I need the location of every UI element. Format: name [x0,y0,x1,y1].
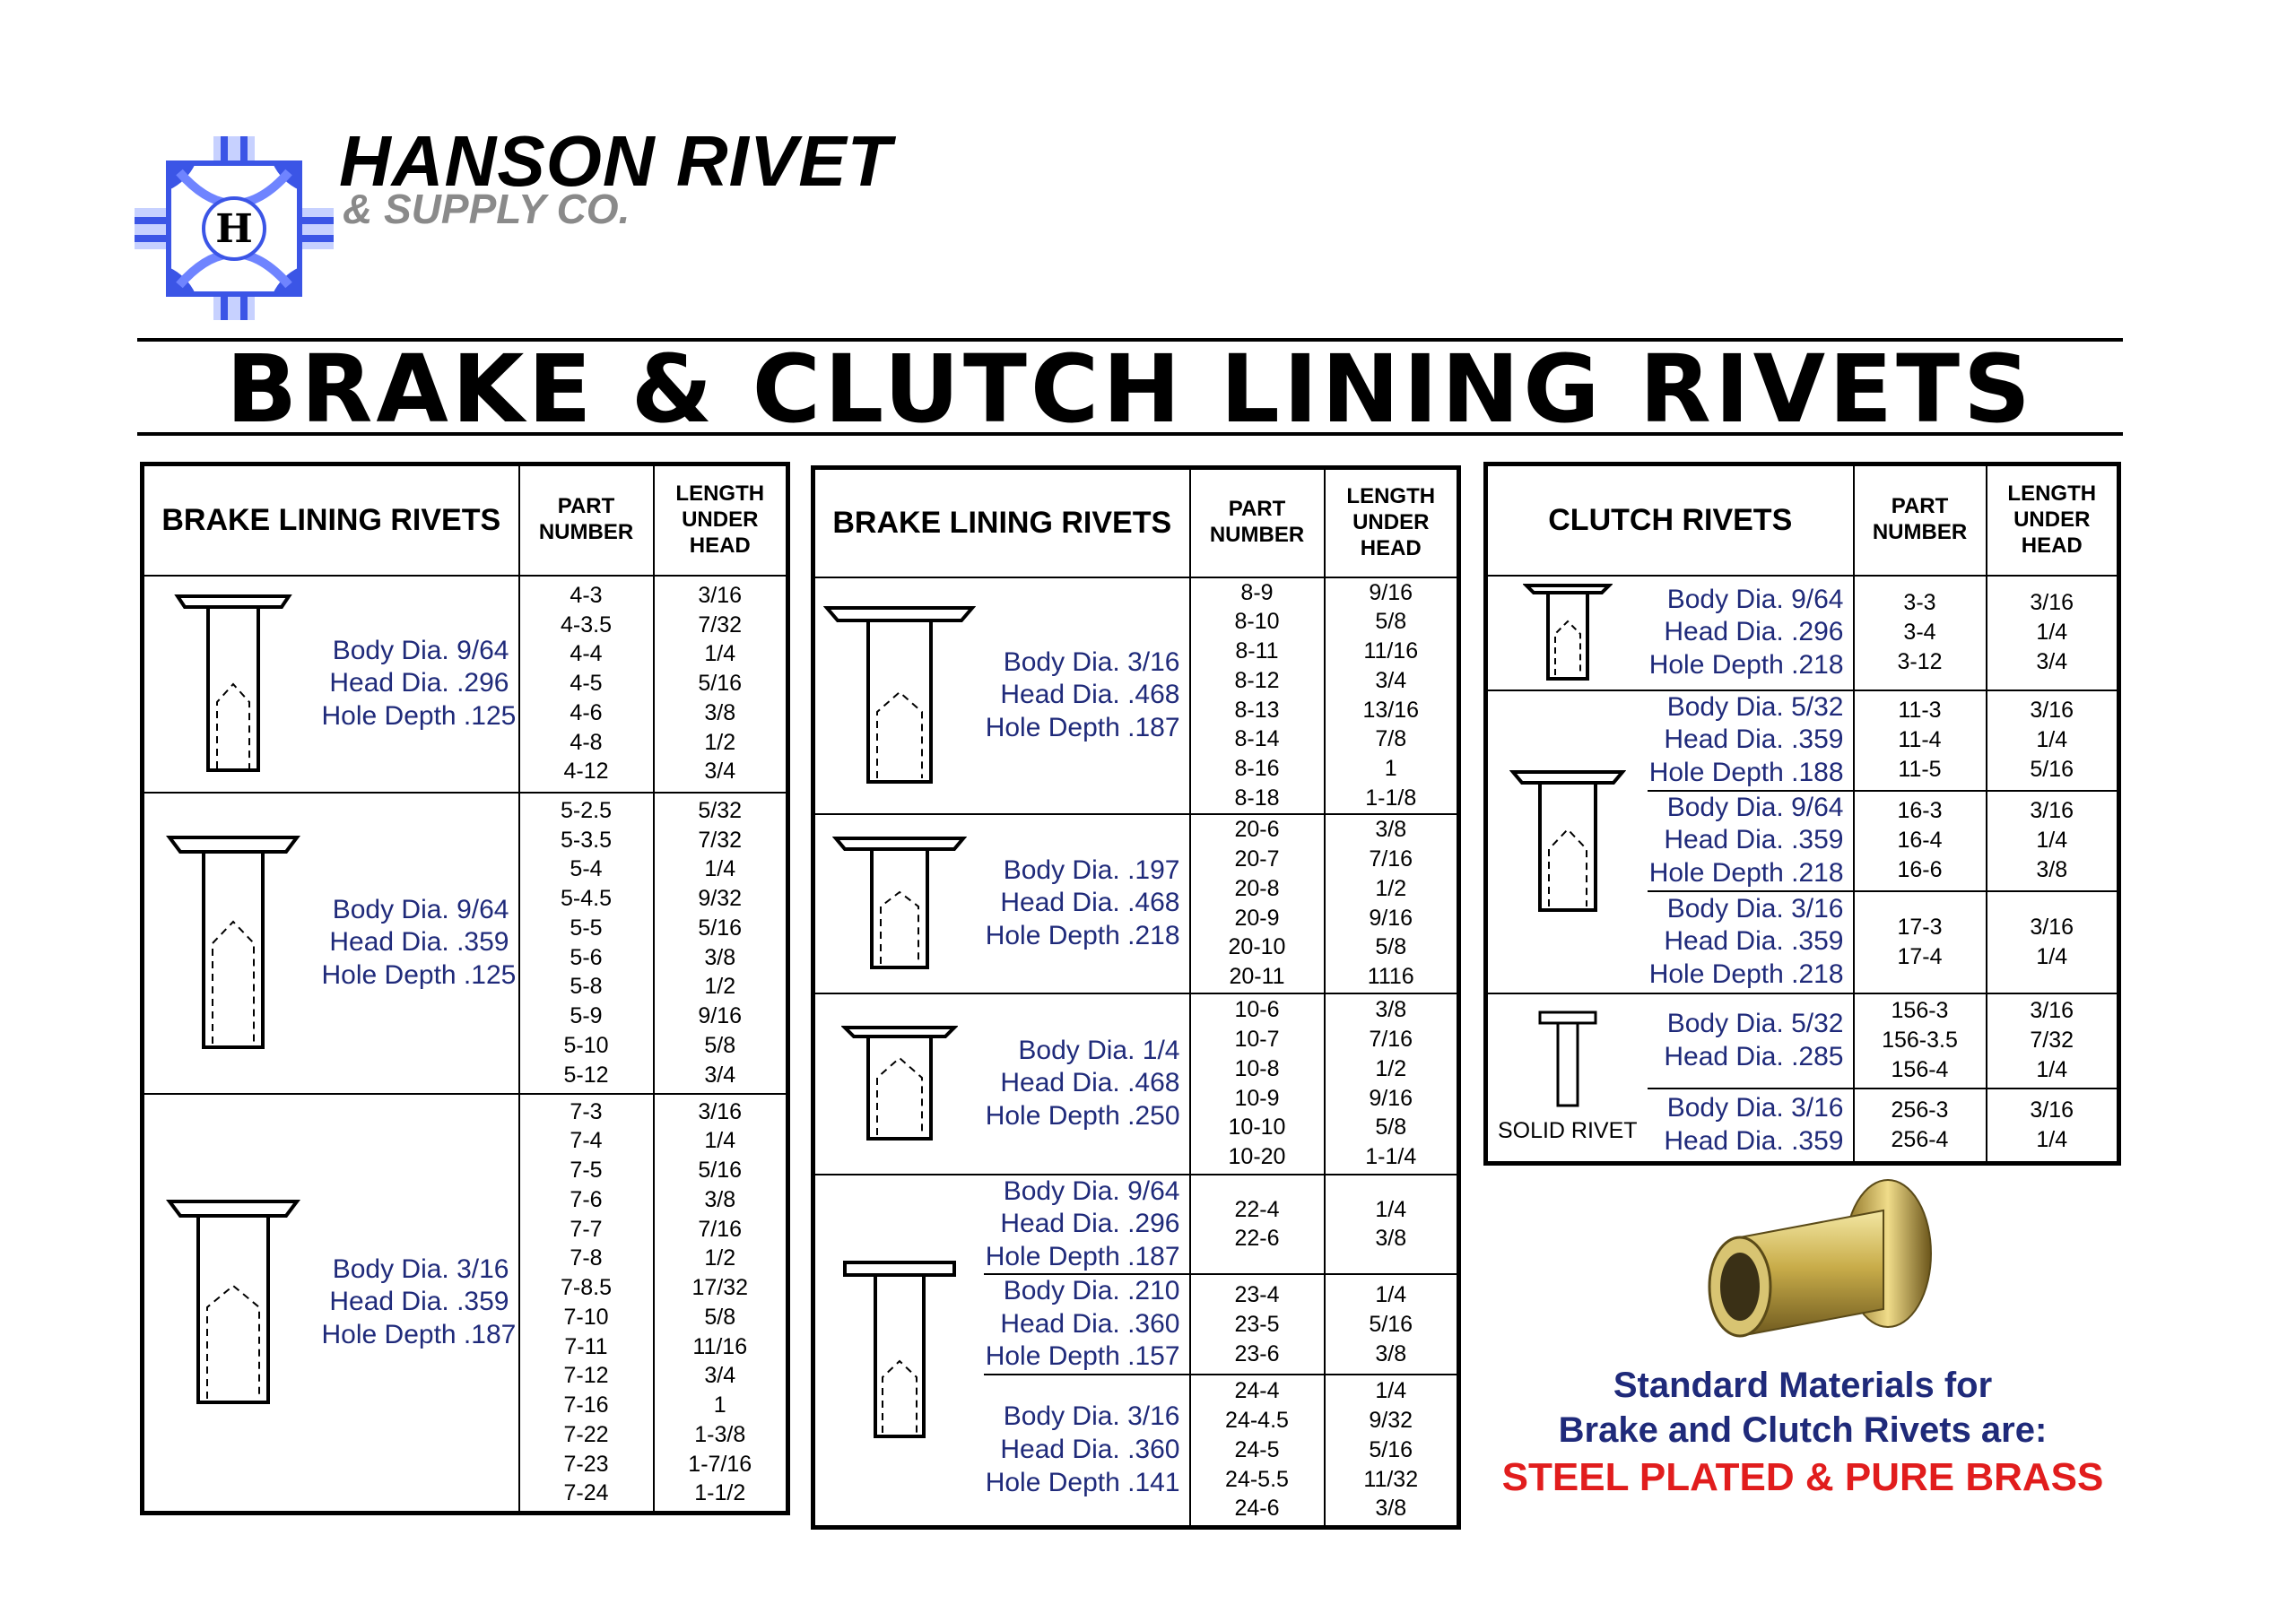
solid-rivet-icon [1538,1010,1597,1107]
rivet-drawing [812,812,984,994]
tubular-rivet-icon [840,1025,958,1141]
materials-line-1: Standard Materials for [1613,1366,1993,1405]
materials-line-2: Brake and Clutch Rivets are: [1558,1410,2048,1450]
tubular-rivet-icon [165,835,300,1049]
tubular-rivet-icon [831,836,967,969]
company-logo: H [135,136,334,320]
rivet-drawing [812,1173,984,1529]
solid-rivet-cell: SOLID RIVET [1484,992,1648,1165]
rivet-drawing [141,791,322,1095]
rivet-drawing [812,992,984,1175]
tubular-rivet-icon [165,1199,300,1404]
svg-text:H: H [215,206,253,252]
rivet-drawing [812,576,984,815]
logo-mark-icon: H [135,136,334,320]
solid-rivet-label: SOLID RIVET [1497,1118,1638,1144]
materials-line-3: STEEL PLATED & PURE BRASS [1501,1455,2104,1499]
rivet-drawing [1484,574,1648,691]
brass-rivet-photo [1686,1175,1955,1372]
tubular-rivet-icon [822,605,976,784]
table-title: BRAKE LINING RIVETS [141,463,520,577]
tubular-rivet-icon [842,1260,956,1438]
company-subname: & SUPPLY CO. [343,186,631,232]
company-name: HANSON RIVET [339,121,892,201]
brass-rivet-icon [1708,1179,1932,1338]
page-title: BRAKE & CLUTCH LINING RIVETS [226,334,2034,444]
title-divider [137,432,2123,436]
rivet-drawing [1484,689,1648,994]
rivet-drawing [141,574,322,794]
tubular-rivet-icon [1522,583,1613,681]
table-title: CLUTCH RIVETS [1484,463,1855,577]
tubular-rivet-icon [174,594,292,772]
table-title: BRAKE LINING RIVETS [812,466,1191,578]
rivet-drawing [141,1092,322,1514]
tubular-rivet-icon [1509,769,1626,912]
top-divider [137,338,2123,342]
